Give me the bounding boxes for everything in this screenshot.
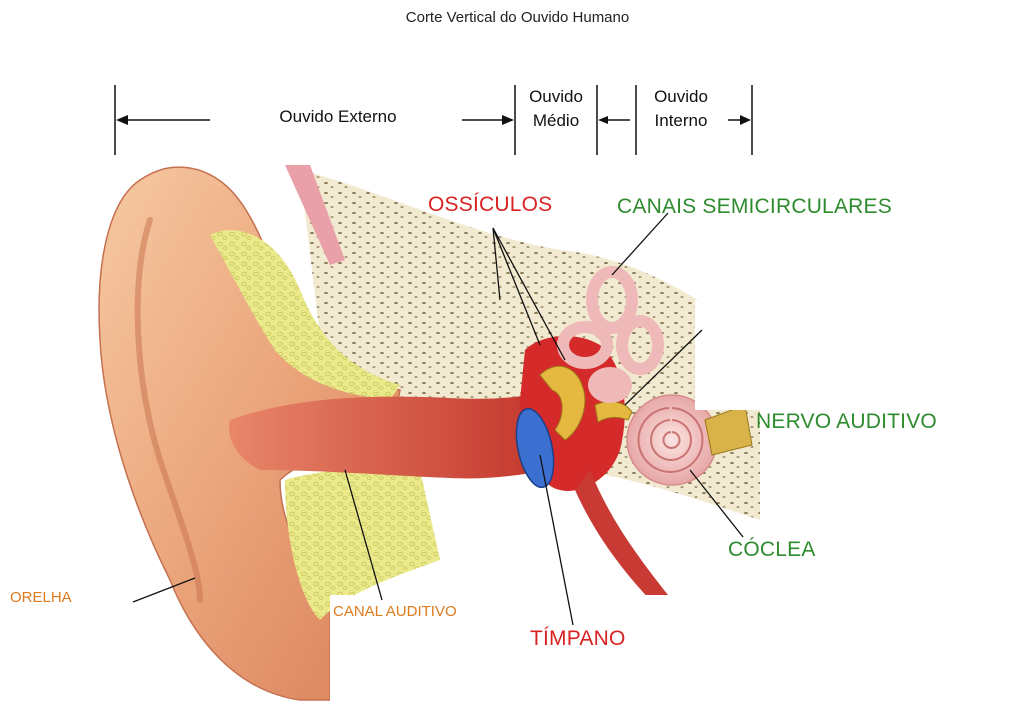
- mask-left: [0, 560, 95, 707]
- eustachian-tube: [575, 470, 672, 610]
- mask-bottom-right: [670, 578, 1035, 707]
- label-pinna: ORELHA: [10, 590, 72, 605]
- mask-right: [695, 300, 1035, 410]
- label-tympanum: TÍMPANO: [530, 628, 626, 649]
- section-inner-ear-line2: Interno: [636, 110, 726, 132]
- diagram-title: Corte Vertical do Ouvido Humano: [0, 10, 1035, 25]
- section-middle-ear-line2: Médio: [514, 110, 598, 132]
- label-ossicles: OSSÍCULOS: [428, 194, 552, 215]
- label-cochlea: CÓCLEA: [728, 539, 816, 560]
- label-auditory-nerve: NERVO AUDITIVO: [756, 411, 937, 432]
- label-ear-canal: CANAL AUDITIVO: [333, 604, 457, 619]
- section-inner-ear-line1: Ouvido: [636, 86, 726, 108]
- section-middle-ear-line1: Ouvido: [514, 86, 598, 108]
- section-outer-ear: Ouvido Externo: [248, 106, 428, 128]
- label-semicircular-canals: CANAIS SEMICIRCULARES: [617, 196, 892, 217]
- vestibule: [588, 367, 632, 403]
